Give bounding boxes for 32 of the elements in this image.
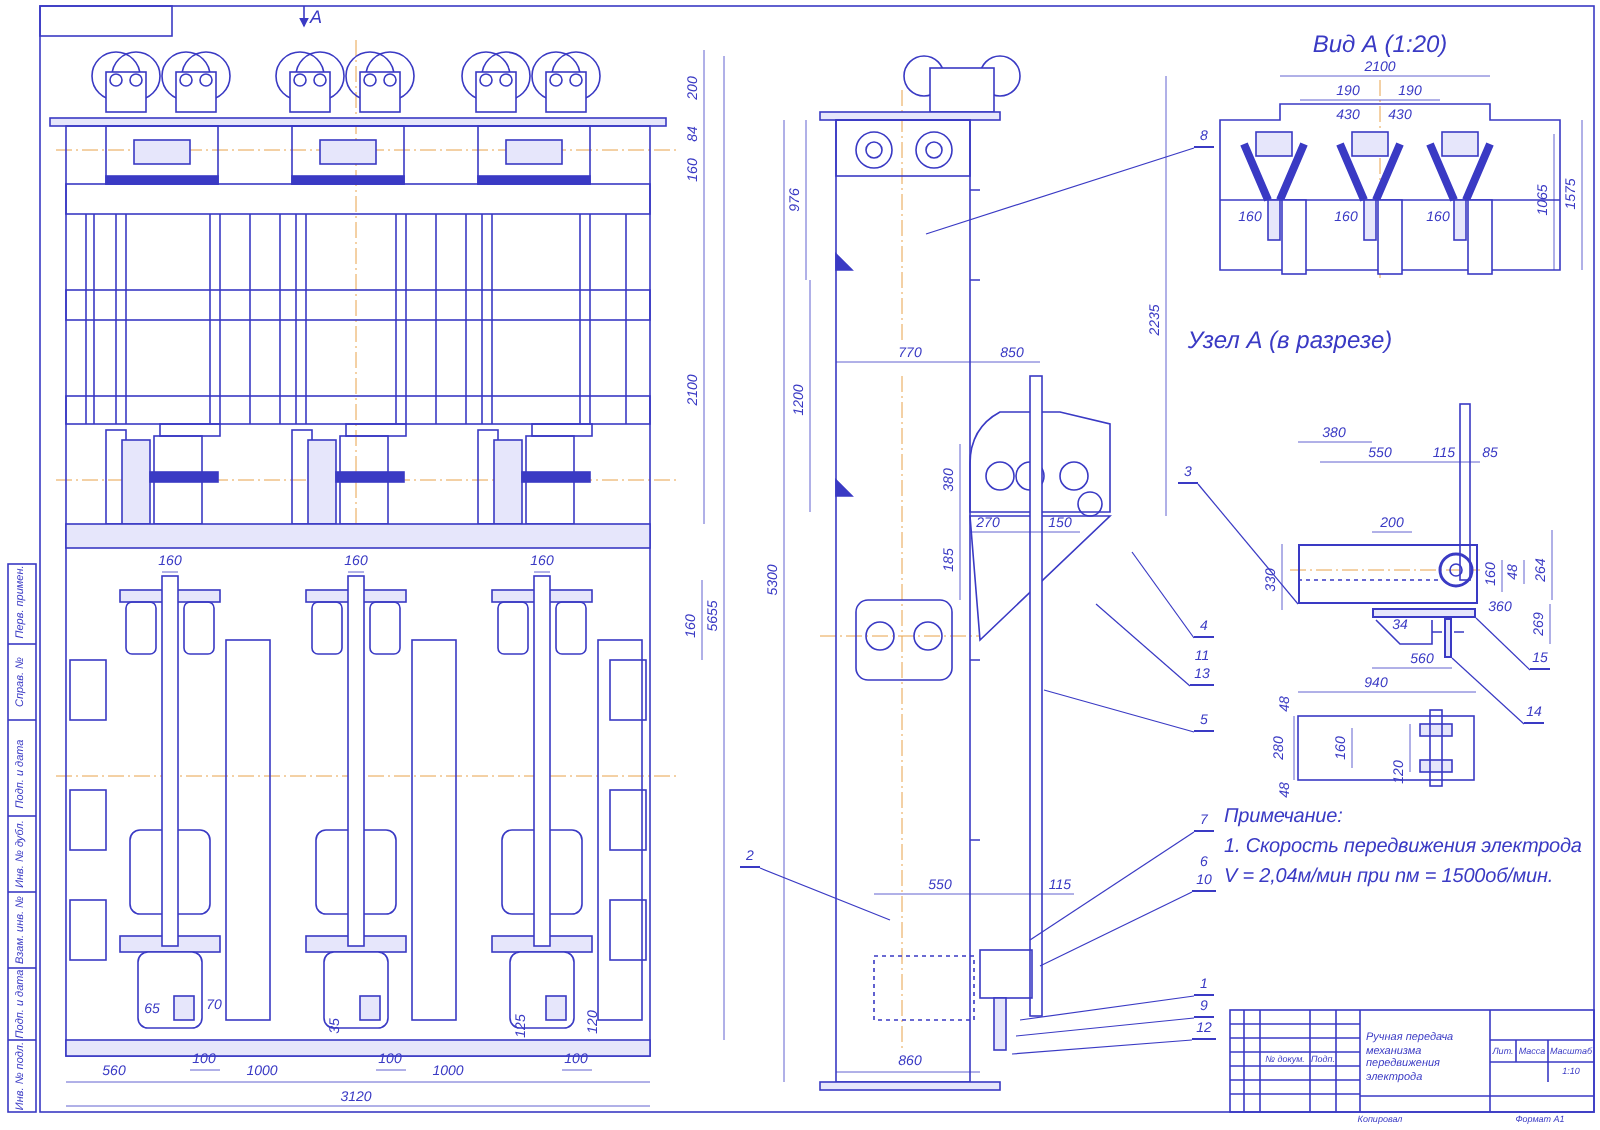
leader-line — [1095, 603, 1191, 687]
view-title: Вид А (1:20) — [1312, 32, 1448, 56]
callout-tag — [1192, 854, 1216, 892]
leader-line — [759, 867, 891, 921]
callout-tag — [1194, 812, 1214, 832]
callout-tag — [1190, 648, 1214, 686]
leader-line — [925, 147, 1195, 235]
callout-tag — [1194, 976, 1214, 996]
callout-tag — [740, 848, 760, 868]
callout-tag — [1194, 618, 1214, 638]
leader-line — [1029, 831, 1195, 941]
note-text: V = 2,04м/мин при nм = 1500об/мин. — [1224, 868, 1554, 888]
leader-line — [1475, 617, 1531, 671]
view-title: Узел А (в разрезе) — [1187, 328, 1393, 352]
callout-tag — [1194, 128, 1214, 148]
leader-line — [1039, 891, 1193, 967]
leader-line — [1011, 1039, 1193, 1055]
note-text: 1. Скорость передвижения электрода — [1224, 838, 1582, 858]
bracket-part — [1372, 608, 1476, 618]
section-letter: A — [310, 9, 322, 27]
bracket-plate — [1298, 544, 1478, 604]
callout-tag — [1178, 464, 1198, 484]
leader-line — [1043, 689, 1195, 733]
leader-line — [1015, 1017, 1195, 1037]
leader-line — [1019, 995, 1195, 1021]
note-text: Примечание: — [1224, 808, 1343, 828]
leader-line — [1451, 657, 1525, 725]
leader-line — [1197, 483, 1299, 605]
callout-tag — [1194, 998, 1214, 1018]
callout-tag — [1194, 712, 1214, 732]
bracket-part — [1444, 618, 1452, 658]
leader-line — [1131, 551, 1195, 639]
